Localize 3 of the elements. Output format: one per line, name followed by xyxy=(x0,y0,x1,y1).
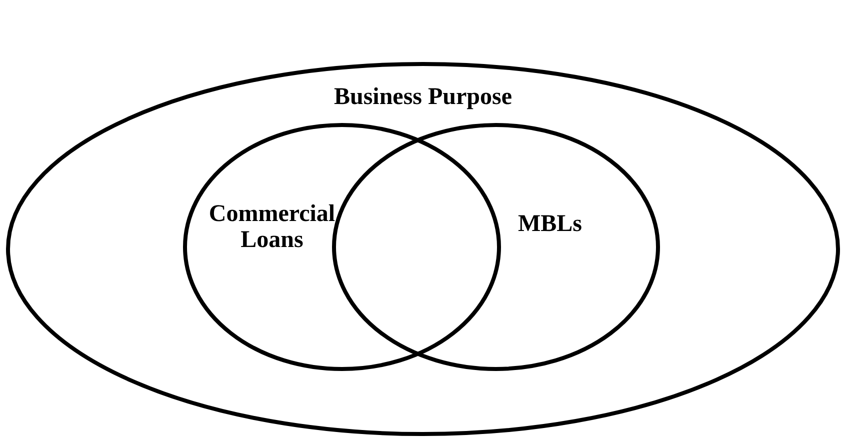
set-label: Business Purpose xyxy=(332,84,514,110)
set-label: MBLs xyxy=(516,211,583,237)
set-label: Commercial Loans xyxy=(208,201,336,253)
